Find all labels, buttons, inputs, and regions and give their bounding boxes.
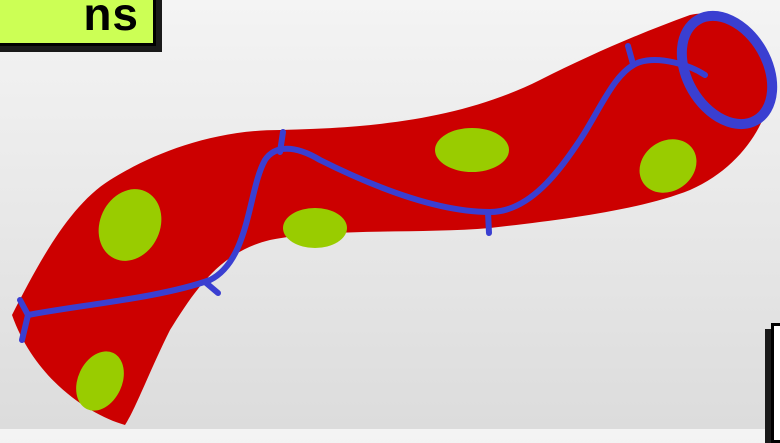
nucleus: [435, 128, 509, 172]
cell-border-junction-3: [205, 282, 218, 293]
cell-border-junction-5: [488, 212, 489, 233]
cell-border-junction-4: [280, 132, 283, 152]
vessel-diagram: [0, 0, 780, 429]
nucleus: [283, 208, 347, 248]
